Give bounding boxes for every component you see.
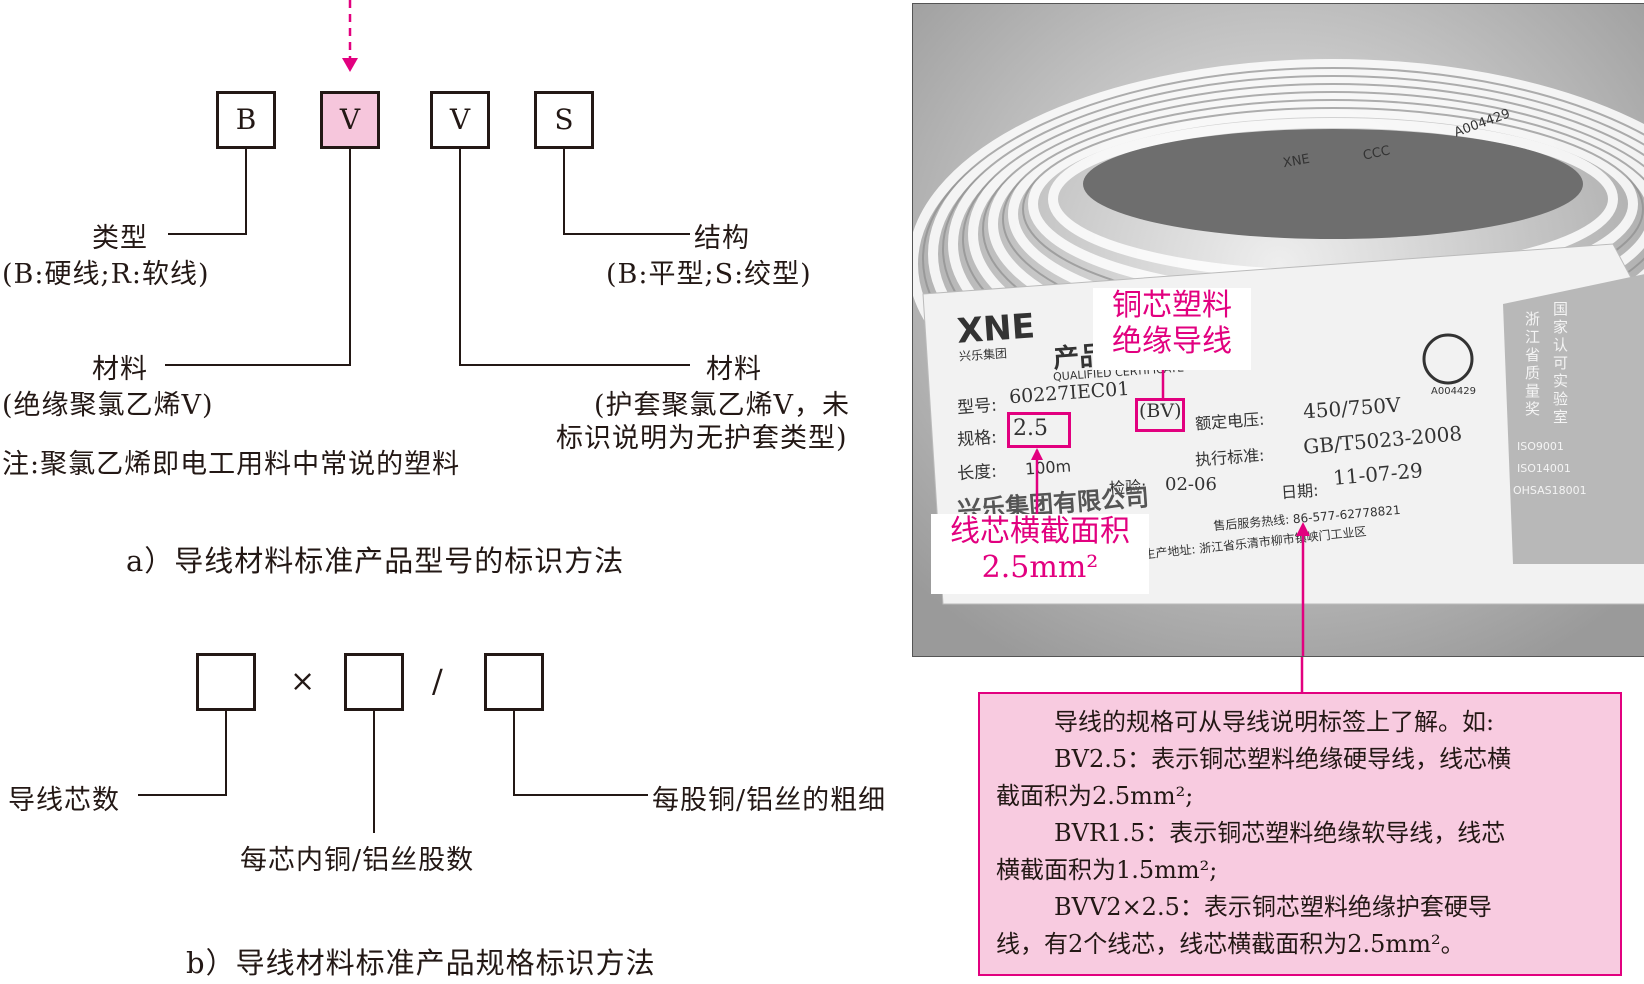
callout-copper-line1: 铜芯塑料: [1093, 288, 1251, 324]
cable-photo: XNE CCC A004429 XNE 兴乐集团 产品合格证 QUALIFIED…: [912, 3, 1644, 657]
info-line7: 线，有2个线芯，线芯横截面积为2.5mm²。: [996, 926, 1604, 963]
info-line5: 横截面积为1.5mm²;: [996, 852, 1604, 889]
line-thickness: [514, 711, 648, 795]
info-line4: BVR1.5：表示铜芯塑料绝缘软导线，线芯: [996, 815, 1604, 852]
model-box-v-sheath: V: [430, 91, 490, 149]
callout-area-line2: 2.5mm²: [931, 550, 1149, 586]
callout-area-line1: 线芯横截面积: [931, 514, 1149, 550]
type-note: (B:硬线;R:软线): [2, 252, 210, 291]
info-line3: 截面积为2.5mm²;: [996, 778, 1604, 815]
strands-label: 每芯内铜/铝丝股数: [240, 838, 474, 877]
cores-label: 导线芯数: [8, 778, 120, 817]
type-label: 类型: [92, 216, 148, 255]
footnote: 注:聚氯乙烯即电工用料中常说的塑料: [2, 442, 460, 481]
line-structure: [564, 149, 690, 234]
info-line6: BVV2×2.5：表示铜芯塑料绝缘护套硬导: [996, 889, 1604, 926]
model-box-b: B: [216, 91, 276, 149]
material1-label: 材料: [92, 347, 148, 386]
material1-note: (绝缘聚氯乙烯V): [2, 383, 214, 422]
info-line1: 导线的规格可从导线说明标签上了解。如:: [996, 704, 1604, 741]
thickness-label: 每股铜/铝丝的粗细: [652, 778, 886, 817]
structure-label: 结构: [694, 216, 750, 255]
slash-symbol: /: [432, 662, 444, 700]
callout-copper-line2: 绝缘导线: [1093, 324, 1251, 360]
material2-note-line2: 标识说明为无护套类型): [556, 416, 848, 455]
times-symbol: ×: [290, 664, 316, 699]
spec-explanation-box: 导线的规格可从导线说明标签上了解。如: BV2.5：表示铜芯塑料绝缘硬导线，线芯…: [978, 692, 1622, 976]
top-arrow-head: [342, 58, 358, 72]
strands-box: [344, 653, 404, 711]
structure-note: (B:平型;S:绞型): [606, 252, 812, 291]
cores-box: [196, 653, 256, 711]
callout-cross-section: 线芯横截面积 2.5mm²: [931, 514, 1149, 594]
thickness-box: [484, 653, 544, 711]
caption-b: b）导线材料标准产品规格标识方法: [186, 940, 656, 982]
callout-copper-insulated: 铜芯塑料 绝缘导线: [1093, 288, 1251, 370]
caption-a: a）导线材料标准产品型号的标识方法: [126, 538, 624, 580]
line-type: [168, 149, 246, 234]
info-line2: BV2.5：表示铜芯塑料绝缘硬导线，线芯横: [996, 741, 1604, 778]
model-box-s: S: [534, 91, 594, 149]
model-box-v-material: V: [320, 91, 380, 149]
line-cores: [138, 711, 226, 795]
material2-label: 材料: [706, 347, 762, 386]
